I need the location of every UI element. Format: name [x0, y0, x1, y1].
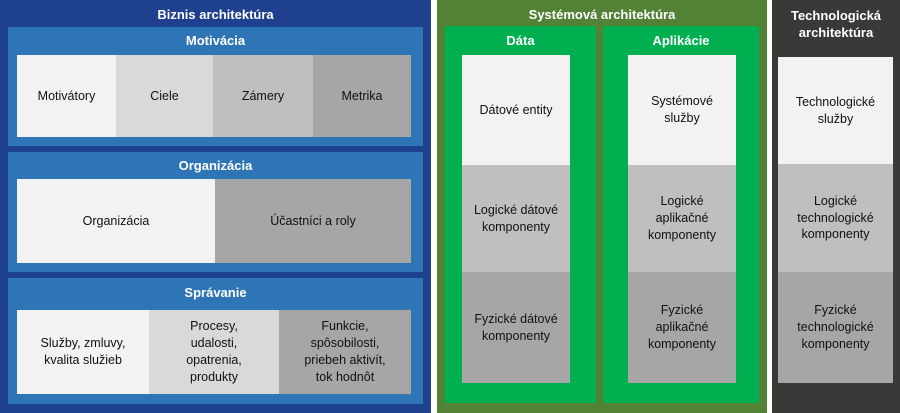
- technology-services-cell: Technologické služby: [778, 57, 893, 164]
- systems-architecture-panel: Systémová architektúra Dáta Dátové entit…: [437, 0, 767, 413]
- behavior-group: Správanie Služby, zmluvy, kvalita služie…: [8, 278, 423, 404]
- physical-data-components-cell: Fyzické dátové komponenty: [462, 272, 570, 383]
- technology-architecture-panel: Technologická architektúra Technologické…: [772, 0, 900, 413]
- organization-group: Organizácia Organizácia Účastníci a roly: [8, 152, 423, 272]
- business-architecture-panel: Biznis architektúra Motivácia Motivátory…: [0, 0, 431, 413]
- applications-title: Aplikácie: [652, 32, 710, 48]
- data-entities-cell: Dátové entity: [462, 55, 570, 165]
- physical-technology-components-cell: Fyzické technologické komponenty: [778, 272, 893, 383]
- organization-cell: Organizácia: [17, 179, 215, 263]
- physical-application-components-cell: Fyzické aplikačné komponenty: [628, 272, 736, 383]
- metrics-cell: Metrika: [313, 55, 411, 137]
- technology-architecture-title: Technologická architektúra: [790, 8, 882, 40]
- motivators-cell: Motivátory: [17, 55, 116, 137]
- actors-roles-cell: Účastníci a roly: [215, 179, 411, 263]
- functions-capabilities-cell: Funkcie, spôsobilosti, priebeh aktivít, …: [279, 310, 411, 394]
- system-services-cell: Systémové služby: [628, 55, 736, 165]
- behavior-title: Správanie: [184, 284, 247, 300]
- applications-column: Aplikácie Systémové služby Logické aplik…: [603, 26, 759, 403]
- organization-title: Organizácia: [178, 157, 253, 173]
- motivation-title: Motivácia: [185, 32, 246, 48]
- processes-events-cell: Procesy, udalosti, opatrenia, produkty: [149, 310, 279, 394]
- objectives-cell: Zámery: [213, 55, 313, 137]
- data-column: Dáta Dátové entity Logické dátové kompon…: [445, 26, 596, 403]
- logical-data-components-cell: Logické dátové komponenty: [462, 165, 570, 272]
- systems-architecture-title: Systémová architektúra: [528, 6, 676, 22]
- data-title: Dáta: [506, 32, 535, 48]
- goals-cell: Ciele: [116, 55, 213, 137]
- services-contracts-cell: Služby, zmluvy, kvalita služieb: [17, 310, 149, 394]
- business-architecture-title: Biznis architektúra: [157, 6, 274, 22]
- logical-technology-components-cell: Logické technologické komponenty: [778, 164, 893, 272]
- logical-application-components-cell: Logické aplikačné komponenty: [628, 165, 736, 272]
- motivation-group: Motivácia Motivátory Ciele Zámery Metrik…: [8, 27, 423, 146]
